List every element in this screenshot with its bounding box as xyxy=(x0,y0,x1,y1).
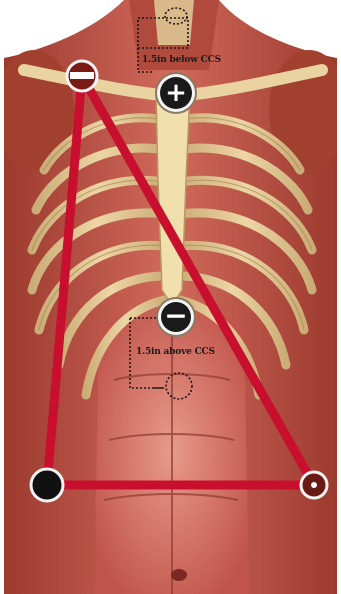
positive-electrode-icon: + xyxy=(160,77,192,109)
right-arm-electrode-icon xyxy=(67,61,97,91)
negative-electrode-icon: − xyxy=(161,302,191,332)
anatomy-figure: 1.5in below CCS 1.5in above CCS + − xyxy=(4,0,337,594)
minus-symbol: − xyxy=(161,302,191,330)
navel xyxy=(171,569,187,581)
lower-measurement-label: 1.5in above CCS xyxy=(136,347,215,357)
right-leg-electrode-icon xyxy=(31,469,63,501)
upper-measurement-label: 1.5in below CCS xyxy=(142,55,221,65)
left-leg-electrode-icon xyxy=(301,472,327,498)
trachea xyxy=(154,0,194,45)
plus-symbol: + xyxy=(160,77,192,109)
